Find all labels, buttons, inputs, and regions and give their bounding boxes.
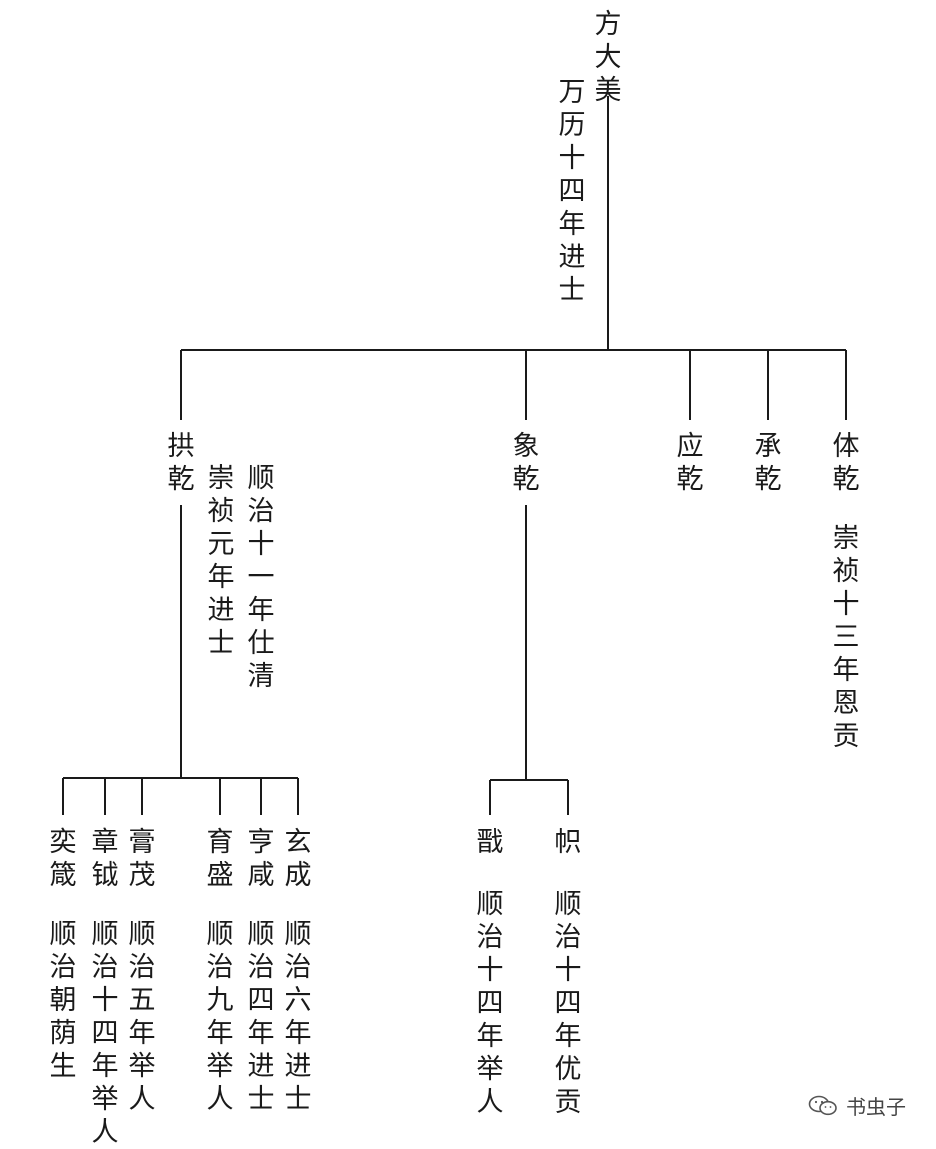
gongqian-note-shiqing: 顺治十一年仕清 [247, 463, 275, 692]
gen3-name-zhi: 帜 [554, 827, 582, 858]
gen3-note-yusheng: 顺治九年举人 [206, 919, 234, 1115]
gen3-note-gaomao: 顺治五年举人 [128, 919, 156, 1115]
gen2-name-yingqian: 应乾 [676, 431, 704, 495]
gen3-name-jian: 戬 [476, 827, 504, 858]
gongqian-note-jinshi: 崇祯元年进士 [207, 463, 235, 659]
gen3-note-hengxian: 顺治四年进士 [247, 919, 275, 1115]
gen2-name-xiangqian: 象乾 [512, 431, 540, 495]
gen3-note-zhangyue: 顺治十四年举人 [91, 919, 119, 1148]
gen3-note-zhi: 顺治十四年优贡 [554, 889, 582, 1118]
gen3-note-jian: 顺治十四年举人 [476, 889, 504, 1118]
gen2-name-gongqian: 拱乾 [167, 431, 195, 495]
watermark: 书虫子 [808, 1091, 906, 1120]
gen3-name-gaomao: 膏茂 [128, 827, 156, 891]
gen3-note-xuancheng: 顺治六年进士 [284, 919, 312, 1115]
wechat-icon [808, 1094, 838, 1118]
gen3-name-xuancheng: 玄成 [284, 827, 312, 891]
gen3-name-yusheng: 育盛 [206, 827, 234, 891]
root-note: 万历十四年进士 [558, 77, 586, 306]
gen3-name-zhangyue: 章钺 [91, 827, 119, 891]
gen2-name-chengqian: 承乾 [754, 431, 782, 495]
gen3-name-yizhen: 奕箴 [49, 827, 77, 891]
gen3-name-hengxian: 亨咸 [247, 827, 275, 891]
tiqian-note-engong: 崇祯十三年恩贡 [832, 523, 860, 752]
watermark-text: 书虫子 [846, 1095, 906, 1119]
root-name: 方大美 [594, 9, 622, 106]
gen2-name-tiqian: 体乾 [832, 431, 860, 495]
gen3-note-yizhen: 顺治朝荫生 [49, 919, 77, 1082]
